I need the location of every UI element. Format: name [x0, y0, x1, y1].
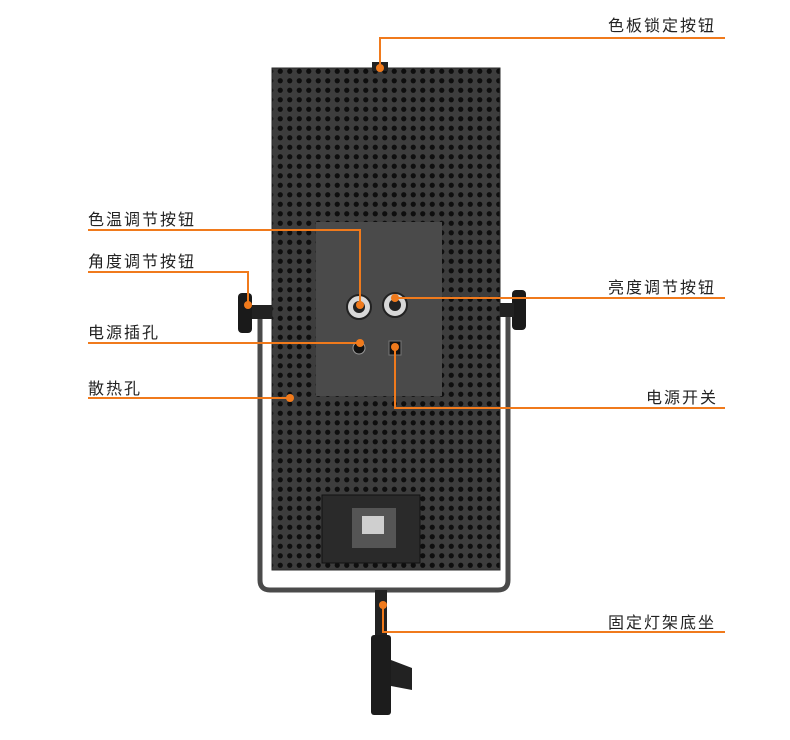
label-color-temp-knob: 色温调节按钮: [88, 210, 197, 229]
label-brightness-knob: 亮度调节按钮: [608, 278, 717, 297]
stand-mount: [375, 590, 387, 635]
label-angle-knob: 角度调节按钮: [88, 252, 197, 271]
label-heat-vents: 散热孔: [88, 379, 143, 398]
label-stand-mount: 固定灯架底坐: [608, 613, 717, 632]
angle-knob-left: [238, 293, 252, 333]
label-power-jack: 电源插孔: [88, 323, 161, 342]
angle-knob-right: [512, 290, 526, 330]
control-area: [316, 222, 442, 396]
callout-lines: [88, 37, 725, 633]
label-color-board-lock: 色板锁定按钮: [608, 16, 717, 35]
label-power-switch: 电源开关: [646, 388, 719, 407]
callout-dots: [244, 64, 399, 609]
